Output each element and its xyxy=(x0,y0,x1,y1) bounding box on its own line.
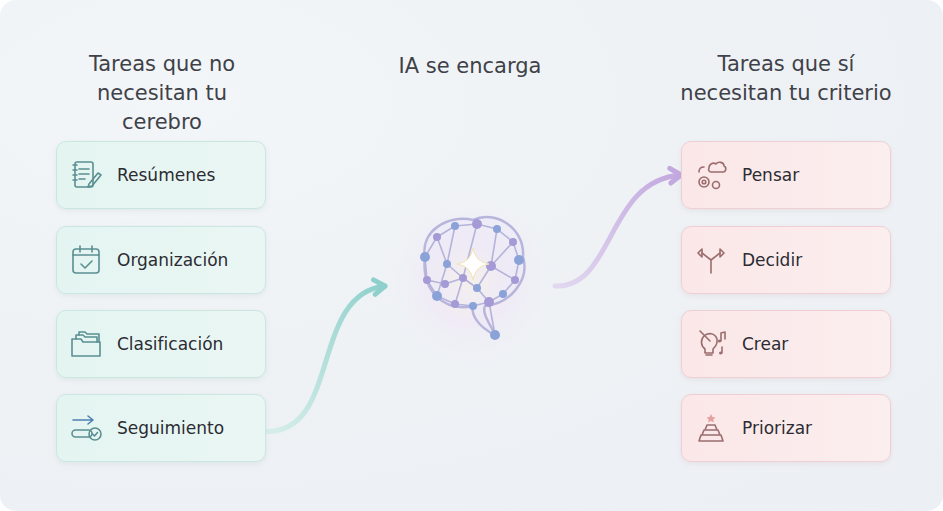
task-icon xyxy=(69,243,103,277)
task-box: Clasificación xyxy=(56,310,266,378)
task-box: Decidir xyxy=(681,226,891,294)
task-box: Crear xyxy=(681,310,891,378)
task-box: Priorizar xyxy=(681,394,891,462)
curved-arrow xyxy=(266,280,385,432)
task-icon xyxy=(69,327,103,361)
task-label: Seguimiento xyxy=(117,418,236,438)
task-label: Resúmenes xyxy=(117,165,227,185)
task-box: Organización xyxy=(56,226,266,294)
task-icon xyxy=(69,158,103,192)
task-label: Decidir xyxy=(742,250,814,270)
task-label: Pensar xyxy=(742,165,811,185)
task-label: Priorizar xyxy=(742,418,824,438)
task-icon xyxy=(694,158,728,192)
center-heading: IA se encarga xyxy=(385,52,555,81)
task-label: Organización xyxy=(117,250,240,270)
task-box: Pensar xyxy=(681,141,891,209)
brain-glow xyxy=(375,185,565,375)
column-heading: Tareas que no necesitan tu cerebro xyxy=(56,50,268,137)
task-label: Crear xyxy=(742,334,800,354)
brain-network-icon xyxy=(385,52,555,352)
task-icon xyxy=(694,243,728,277)
column-heading: Tareas que sí necesitan tu criterio xyxy=(666,50,906,108)
ai-brain: IA se encarga xyxy=(385,52,555,352)
task-icon xyxy=(694,327,728,361)
task-box: Resúmenes xyxy=(56,141,266,209)
task-box: Seguimiento xyxy=(56,394,266,462)
curved-arrow xyxy=(555,168,681,286)
task-label: Clasificación xyxy=(117,334,235,354)
task-icon xyxy=(69,411,103,445)
task-icon xyxy=(694,411,728,445)
